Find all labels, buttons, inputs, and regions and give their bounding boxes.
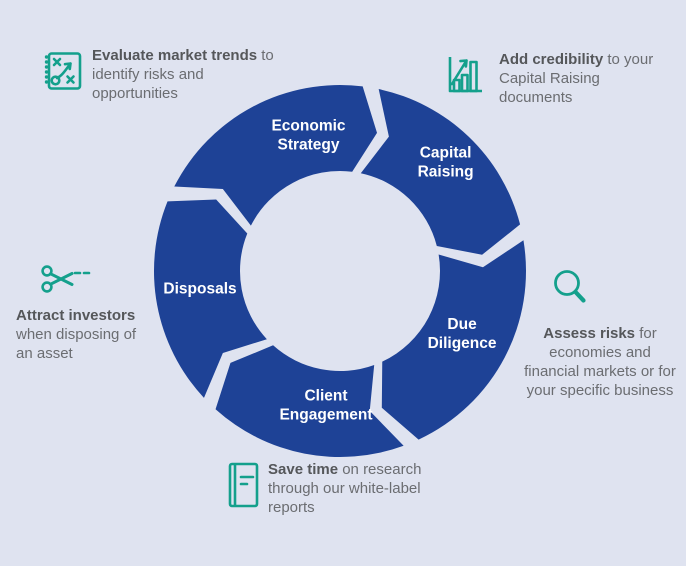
annotation-bold-text: Add credibility <box>499 51 604 68</box>
annotation-save-time: Save time on research through our white-… <box>268 460 443 517</box>
annotation-rest-text: when disposing of an asset <box>16 326 137 362</box>
annotation-bold-text: Attract investors <box>16 307 136 324</box>
segment-capital-raising <box>360 89 521 255</box>
segment-client-engagement <box>215 345 404 457</box>
annotation-rest-text: to identify risks and opportunities <box>92 47 274 102</box>
book-icon <box>226 460 262 515</box>
annotation-bold-text: Evaluate market trends <box>92 47 258 64</box>
annotation-rest-text: for economies and financial markets or f… <box>524 325 676 399</box>
annotation-bold-text: Save time <box>268 461 339 478</box>
scissors-icon <box>38 258 98 307</box>
annotation-rest-text: to your Capital Raising documents <box>499 51 654 106</box>
annotation-rest-text: on research through our white-label repo… <box>268 461 422 516</box>
annotation-attract-investors: Attract investors when disposing of an a… <box>16 306 156 363</box>
annotation-evaluate-market-trends: Evaluate market trends to identify risks… <box>92 46 276 103</box>
annotation-add-credibility: Add credibility to your Capital Raising … <box>499 50 657 107</box>
segment-economic-strategy <box>174 85 378 226</box>
magnifier-icon <box>547 264 597 321</box>
segment-due-diligence <box>381 240 527 440</box>
segment-label-disposals: Disposals <box>163 281 236 298</box>
strategy-icon <box>40 48 86 99</box>
annotation-bold-text: Assess risks <box>543 325 636 342</box>
annotation-assess-risks: Assess risks for economies and financial… <box>524 324 676 400</box>
segment-disposals <box>153 199 267 398</box>
bar-chart-icon <box>440 51 488 104</box>
